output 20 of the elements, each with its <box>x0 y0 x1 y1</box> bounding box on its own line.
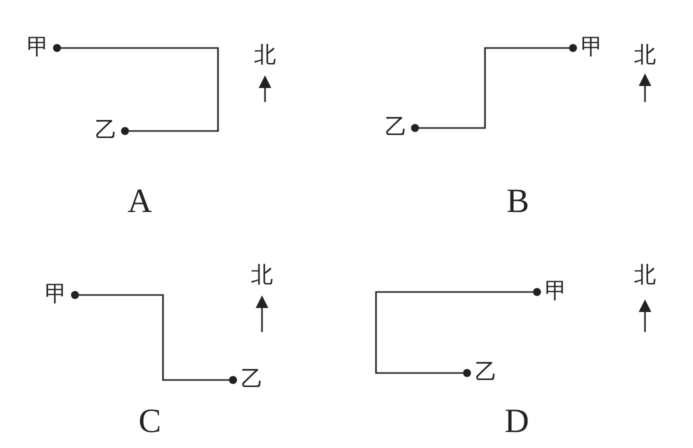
route-line <box>375 291 533 374</box>
map-point: 乙 <box>385 115 419 141</box>
north-label: 北 <box>634 43 656 69</box>
north-label: 北 <box>254 43 276 69</box>
map-point: 乙 <box>229 367 263 393</box>
map-point: 乙 <box>463 360 497 386</box>
map-point: 甲 <box>45 282 79 308</box>
north-label: 北 <box>251 263 273 289</box>
route-line <box>61 47 219 132</box>
panel-letter: B <box>506 182 530 222</box>
map-point: 甲 <box>27 35 61 61</box>
panel-letter: A <box>128 182 152 222</box>
route-line <box>419 47 569 129</box>
map-point: 甲 <box>533 279 567 305</box>
panel-letter: C <box>138 402 162 442</box>
map-point: 甲 <box>569 35 603 61</box>
map-point: 乙 <box>95 118 129 144</box>
north-label: 北 <box>634 263 656 289</box>
panel-letter: D <box>504 402 530 442</box>
route-line <box>79 294 229 381</box>
